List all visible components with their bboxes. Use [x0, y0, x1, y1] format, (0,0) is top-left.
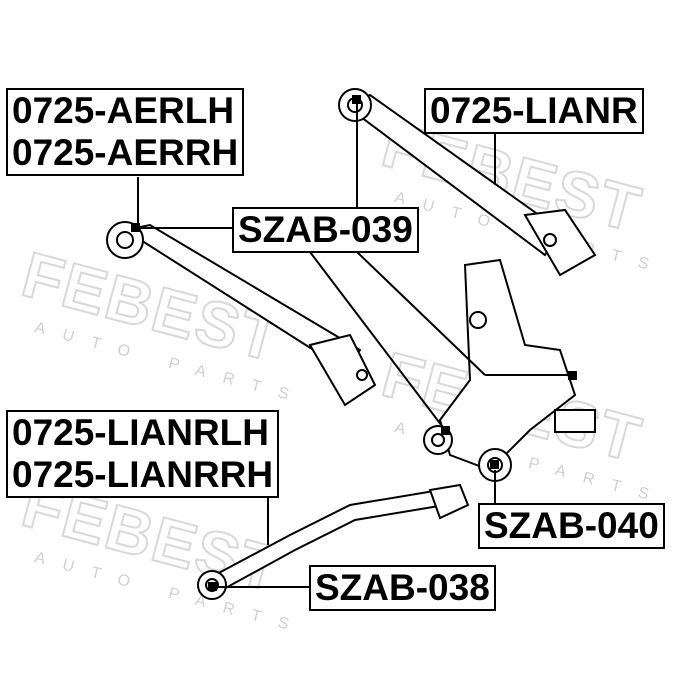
part-number-lianr: 0725-LIANR: [424, 88, 644, 134]
part-number-lianrlh: 0725-LIANRLH: [12, 412, 269, 453]
leader-lines: [137, 100, 572, 588]
part-number-aerrh: 0725-AERRH: [12, 132, 239, 173]
part-number-szab038: SZAB-038: [309, 565, 496, 611]
arm-lianrlh: [197, 483, 470, 600]
arm-aer: [106, 221, 377, 407]
knuckle: [423, 258, 596, 482]
part-number-szab040: SZAB-040: [478, 503, 665, 549]
part-label-lianr-lower: 0725-LIANRLH 0725-LIANRRH: [6, 410, 280, 498]
arm-lianr: [338, 88, 597, 277]
part-label-aer: 0725-AERLH 0725-AERRH: [6, 88, 245, 176]
part-number-aerlh: 0725-AERLH: [12, 90, 235, 131]
part-number-lianrrh: 0725-LIANRRH: [12, 454, 274, 495]
part-number-szab039: SZAB-039: [232, 207, 419, 253]
